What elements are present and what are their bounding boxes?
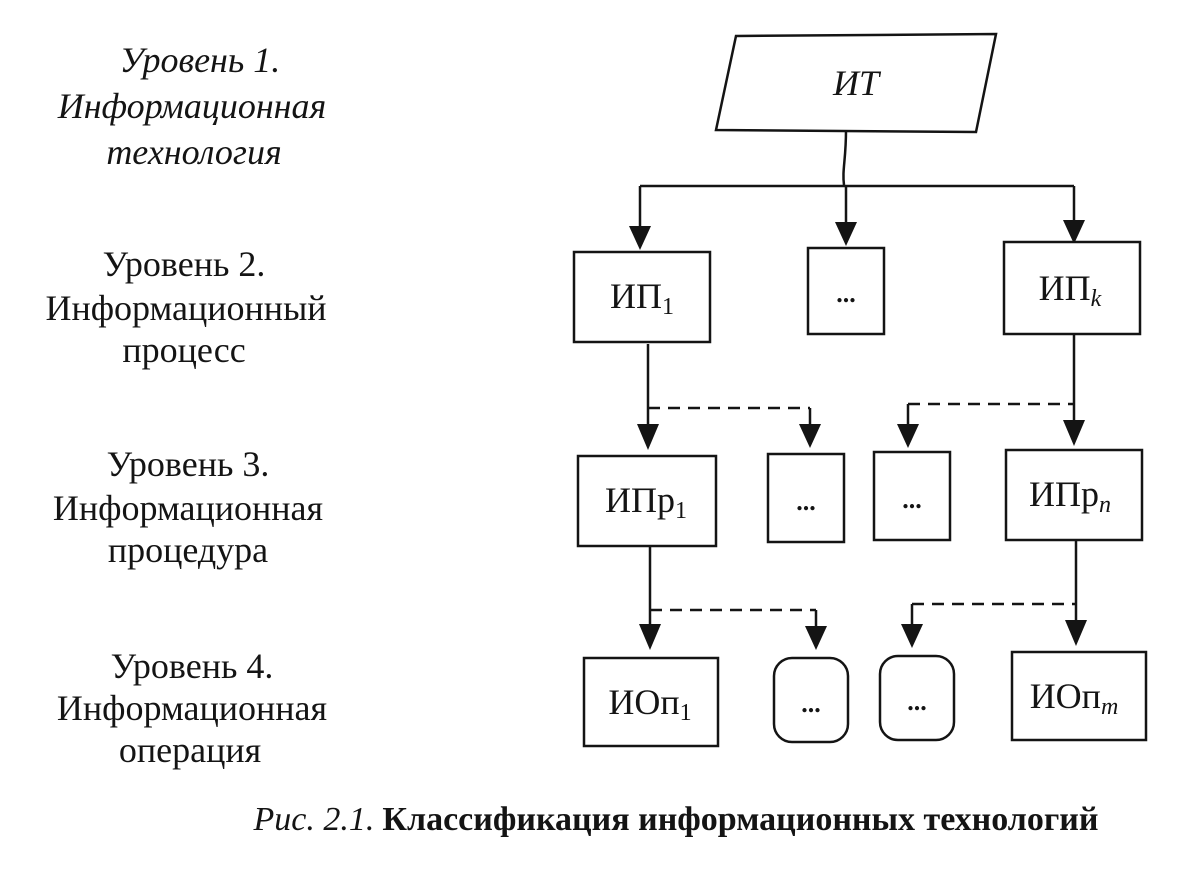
node-iop-first-label: ИОп1 [608,682,691,726]
level-2-label: Уровень 2. Информационный процесс [45,244,326,370]
arrow-iop1 [639,624,661,650]
level-4-line3: операция [119,730,261,770]
node-iop-last: ИОпm [1010,650,1148,742]
node-ip-middle: ... [806,246,886,336]
level-3-title: Уровень 3. [107,444,270,484]
node-ipr-middle-a-label: ... [796,487,816,516]
node-iop-middle-b: ... [878,654,956,742]
node-iop-middle-a: ... [772,656,850,744]
node-ip-first: ИП1 [572,250,712,344]
node-iop-middle-b-label: ... [907,687,927,716]
node-it: ИТ [714,32,998,134]
node-ipr-middle-a: ... [766,452,846,544]
node-ip-last-label: ИПk [1039,268,1102,312]
node-iop-middle-a-label: ... [801,689,821,718]
node-ipr-middle-b: ... [872,450,952,542]
arrow-ip-middle [835,222,857,246]
level-3-line3: процедура [108,530,268,570]
level-1-line2: Информационная [57,86,327,126]
level-1-line3: технология [106,132,281,172]
caption-label: Рис. 2.1. [252,801,374,838]
caption-text: Классификация информационных технологий [382,801,1098,838]
level-4-line2: Информационная [57,688,327,728]
arrow-iopm [1065,620,1087,646]
level-3-line2: Информационная [53,488,323,528]
node-ipr-first: ИПр1 [576,454,718,548]
level-2-line3: процесс [122,330,245,370]
arrow-ipk [1063,220,1085,244]
figure-caption: Рис. 2.1.Классификация информационных те… [252,801,1098,838]
level-4-label: Уровень 4. Информационная операция [57,646,327,770]
node-ipr-middle-b-label: ... [902,485,922,514]
level-4-title: Уровень 4. [111,646,274,686]
arrow-iop-middle-b [901,624,923,648]
node-ipr-last-label: ИПрn [1029,474,1111,518]
arrow-ipr-middle-a [799,424,821,448]
level-1-label: Уровень 1. Информационная технология [57,40,327,172]
node-iop-last-label: ИОпm [1030,676,1119,720]
level-3-label: Уровень 3. Информационная процедура [53,444,323,570]
arrow-ip1 [629,226,651,250]
node-it-label: ИТ [832,63,882,103]
arrow-ipr-middle-b [897,424,919,448]
arrow-iop-middle-a [805,626,827,650]
level-2-line2: Информационный [45,288,326,328]
level-1-title: Уровень 1. [120,40,281,80]
node-ipr-first-label: ИПр1 [605,480,687,524]
node-ip-middle-label: ... [836,279,856,308]
arrow-iprn [1063,420,1085,446]
arrow-ipr1 [637,424,659,450]
node-ipr-last: ИПрn [1004,448,1144,542]
node-ip-last: ИПk [1002,240,1142,336]
node-iop-first: ИОп1 [582,656,720,748]
node-ip-first-label: ИП1 [610,276,674,320]
edge-it-trunk [842,129,848,186]
level-2-title: Уровень 2. [103,244,266,284]
connectors [629,129,1087,650]
